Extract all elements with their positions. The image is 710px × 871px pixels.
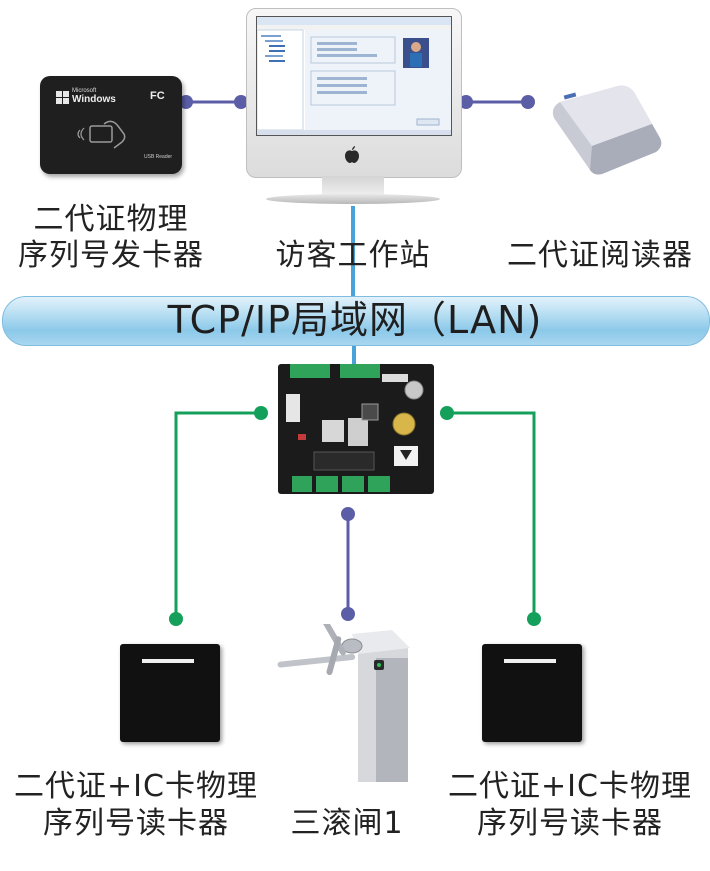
connector-dot: [254, 406, 268, 420]
connector-dot: [440, 406, 454, 420]
connector-dot: [459, 95, 473, 109]
monitor-base: [266, 194, 440, 204]
lan-label: TCP/IP局域网（LAN): [167, 298, 543, 342]
turnstile-label: 三滚闸1: [290, 806, 404, 841]
connector-dot: [341, 607, 355, 621]
left-reader-label-line1: 二代证+IC卡物理: [14, 769, 258, 804]
lan-bar: [2, 296, 710, 346]
right-reader-label-line1: 二代证+IC卡物理: [448, 769, 692, 804]
connector-dot: [234, 95, 248, 109]
card-tap-icon: [74, 114, 134, 154]
reader-os-text: Windows: [72, 94, 116, 105]
link-controller-left-reader: [174, 411, 262, 618]
windows-logo-icon: [56, 90, 70, 104]
connector-dot: [179, 95, 193, 109]
issuer-label-line2: 序列号发卡器: [18, 238, 204, 273]
reader-fc-mark: FC: [150, 90, 165, 102]
apple-logo-icon: [344, 146, 360, 164]
monitor-stand: [322, 176, 384, 196]
id-reader-label: 二代证阅读器: [507, 238, 693, 273]
connector-dot: [521, 95, 535, 109]
connector-dot: [169, 612, 183, 626]
left-card-reader-device: [120, 644, 220, 742]
right-reader-label-line2: 序列号读卡器: [477, 806, 663, 841]
connector-dot: [341, 507, 355, 521]
reader-brand-text: Microsoft: [72, 88, 97, 94]
connector-dot: [527, 612, 541, 626]
id-card-reader-device: [548, 80, 664, 176]
workstation-label: 访客工作站: [275, 238, 431, 273]
reader-indicator-stripe: [504, 659, 556, 663]
link-controller-right-reader: [446, 411, 536, 618]
access-controller-board: [278, 364, 434, 494]
turnstile-device: [272, 619, 414, 784]
usb-card-issuer-device: Microsoft Windows FC USB Reader: [40, 76, 182, 174]
right-card-reader-device: [482, 644, 582, 742]
workstation-screen: [256, 16, 452, 136]
reader-indicator-stripe: [142, 659, 194, 663]
issuer-label-line1: 二代证物理: [33, 202, 189, 237]
left-reader-label-line2: 序列号读卡器: [43, 806, 229, 841]
usb-reader-text: USB Reader: [144, 154, 173, 160]
